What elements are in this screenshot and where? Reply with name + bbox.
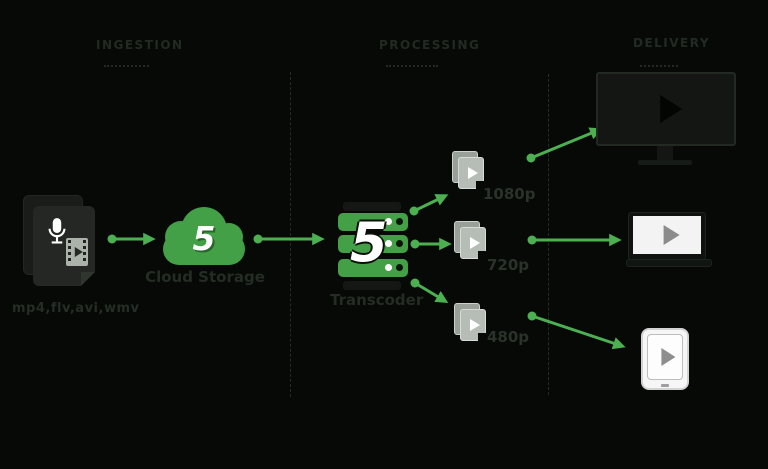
transcoder-label: Transcoder: [330, 291, 424, 309]
play-icon: [74, 247, 83, 257]
ingestion-underline: [104, 65, 149, 67]
arrow-1080p-to-tv: [526, 127, 603, 163]
cloud-storage-icon: 5: [163, 207, 245, 265]
folded-corner: [81, 272, 95, 286]
delivery-underline: [640, 65, 678, 67]
arrow-480p-to-tablet: [527, 311, 626, 350]
processing-underline: [386, 65, 438, 67]
divider-ingestion-processing: [290, 72, 291, 397]
arrow-cloud-to-transcoder: [253, 232, 325, 246]
video-file-icon-720p: [454, 221, 488, 261]
play-icon: [470, 319, 481, 331]
play-icon: [468, 167, 479, 179]
video-file-icon-1080p: [452, 151, 486, 191]
tv-icon: [596, 72, 736, 168]
cloud-logo-5: 5: [192, 219, 216, 258]
source-formats-label: mp4,flv,avi,wmv: [12, 301, 140, 316]
divider-processing-delivery: [548, 74, 549, 395]
tablet-icon: [641, 328, 689, 390]
home-button: [661, 384, 669, 387]
laptop-icon: [626, 212, 712, 267]
server-rack-unit: [338, 259, 408, 277]
play-icon: [470, 237, 481, 249]
cloud-storage-label: Cloud Storage: [145, 268, 265, 286]
arrow-source-to-cloud: [107, 232, 156, 246]
microphone-icon: [48, 218, 66, 244]
play-icon: [659, 95, 682, 123]
arrow-transcoder-to-1080p: [409, 194, 449, 216]
filmstrip-icon: [66, 238, 88, 266]
arrow-720p-to-laptop: [527, 233, 622, 247]
play-icon: [663, 225, 680, 245]
server-rack-unit: [338, 213, 408, 231]
video-file-icon-480p: [454, 303, 488, 343]
play-icon: [661, 348, 676, 366]
server-rack-unit: [338, 235, 408, 253]
arrow-transcoder-to-720p: [410, 237, 452, 251]
rendition-label-720p: 720p: [487, 256, 530, 274]
section-label-ingestion: INGESTION: [96, 38, 184, 52]
section-label-delivery: DELIVERY: [633, 36, 711, 50]
section-label-processing: PROCESSING: [379, 38, 481, 52]
transcoder-server-icon: 5: [336, 202, 412, 296]
rendition-label-480p: 480p: [487, 328, 530, 346]
transcoder-logo-5: 5: [350, 211, 388, 274]
rendition-label-1080p: 1080p: [483, 185, 536, 203]
